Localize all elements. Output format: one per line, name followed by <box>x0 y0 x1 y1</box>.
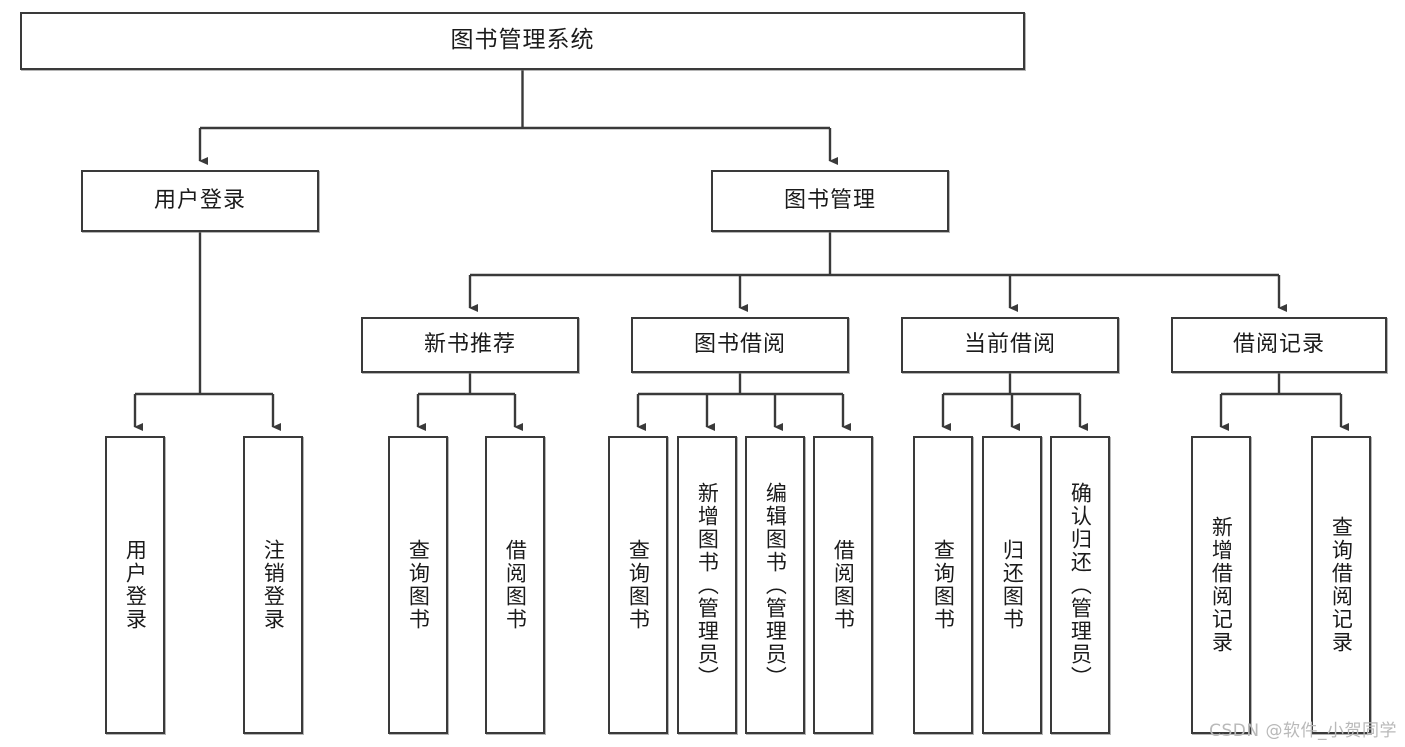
node-new-book-recommend[interactable]: 新书推荐 <box>361 317 579 373</box>
node-label-root: 图书管理系统 <box>450 27 595 54</box>
node-label-borrow-record: 借阅记录 <box>1232 331 1325 357</box>
node-label-leaf-borrow-book: 借阅图书 <box>831 539 856 631</box>
node-label-leaf-logout: 注销登录 <box>261 539 286 631</box>
node-label-leaf-query-book-recommend: 查询图书 <box>406 539 431 631</box>
node-borrow-record[interactable]: 借阅记录 <box>1171 317 1387 373</box>
node-label-new-book-recommend: 新书推荐 <box>423 331 516 357</box>
node-label-leaf-query-book-borrow: 查询图书 <box>626 539 651 631</box>
node-label-book-manage: 图书管理 <box>783 187 876 213</box>
node-book-borrow[interactable]: 图书借阅 <box>631 317 849 373</box>
node-leaf-add-borrow-record[interactable]: 新增借阅记录 <box>1191 436 1251 734</box>
node-leaf-query-borrow-record[interactable]: 查询借阅记录 <box>1311 436 1371 734</box>
node-label-book-borrow: 图书借阅 <box>693 331 786 357</box>
node-current-borrow[interactable]: 当前借阅 <box>901 317 1119 373</box>
node-label-leaf-edit-book: 编辑图书（管理员） <box>763 481 788 689</box>
node-label-leaf-user-login: 用户登录 <box>123 539 148 631</box>
node-leaf-edit-book[interactable]: 编辑图书（管理员） <box>745 436 805 734</box>
node-label-leaf-return-book: 归还图书 <box>1000 539 1025 631</box>
node-user-login[interactable]: 用户登录 <box>81 170 319 232</box>
node-label-leaf-query-borrow-record: 查询借阅记录 <box>1329 516 1354 654</box>
node-leaf-query-book-borrow[interactable]: 查询图书 <box>608 436 668 734</box>
node-label-user-login: 用户登录 <box>153 187 246 213</box>
node-label-leaf-borrow-book-recommend: 借阅图书 <box>503 539 528 631</box>
node-leaf-logout[interactable]: 注销登录 <box>243 436 303 734</box>
node-label-leaf-add-book: 新增图书（管理员） <box>695 481 720 689</box>
node-leaf-borrow-book-recommend[interactable]: 借阅图书 <box>485 436 545 734</box>
node-root[interactable]: 图书管理系统 <box>20 12 1025 70</box>
watermark-text: CSDN @软件_小贺同学 <box>1209 721 1397 741</box>
node-leaf-user-login[interactable]: 用户登录 <box>105 436 165 734</box>
node-leaf-confirm-return[interactable]: 确认归还（管理员） <box>1050 436 1110 734</box>
node-label-leaf-confirm-return: 确认归还（管理员） <box>1068 481 1093 689</box>
node-label-current-borrow: 当前借阅 <box>963 331 1056 357</box>
node-leaf-return-book[interactable]: 归还图书 <box>982 436 1042 734</box>
node-book-manage[interactable]: 图书管理 <box>711 170 949 232</box>
node-label-leaf-add-borrow-record: 新增借阅记录 <box>1209 516 1234 654</box>
node-leaf-add-book[interactable]: 新增图书（管理员） <box>677 436 737 734</box>
node-leaf-borrow-book[interactable]: 借阅图书 <box>813 436 873 734</box>
node-leaf-query-book-current[interactable]: 查询图书 <box>913 436 973 734</box>
node-leaf-query-book-recommend[interactable]: 查询图书 <box>388 436 448 734</box>
node-label-leaf-query-book-current: 查询图书 <box>931 539 956 631</box>
